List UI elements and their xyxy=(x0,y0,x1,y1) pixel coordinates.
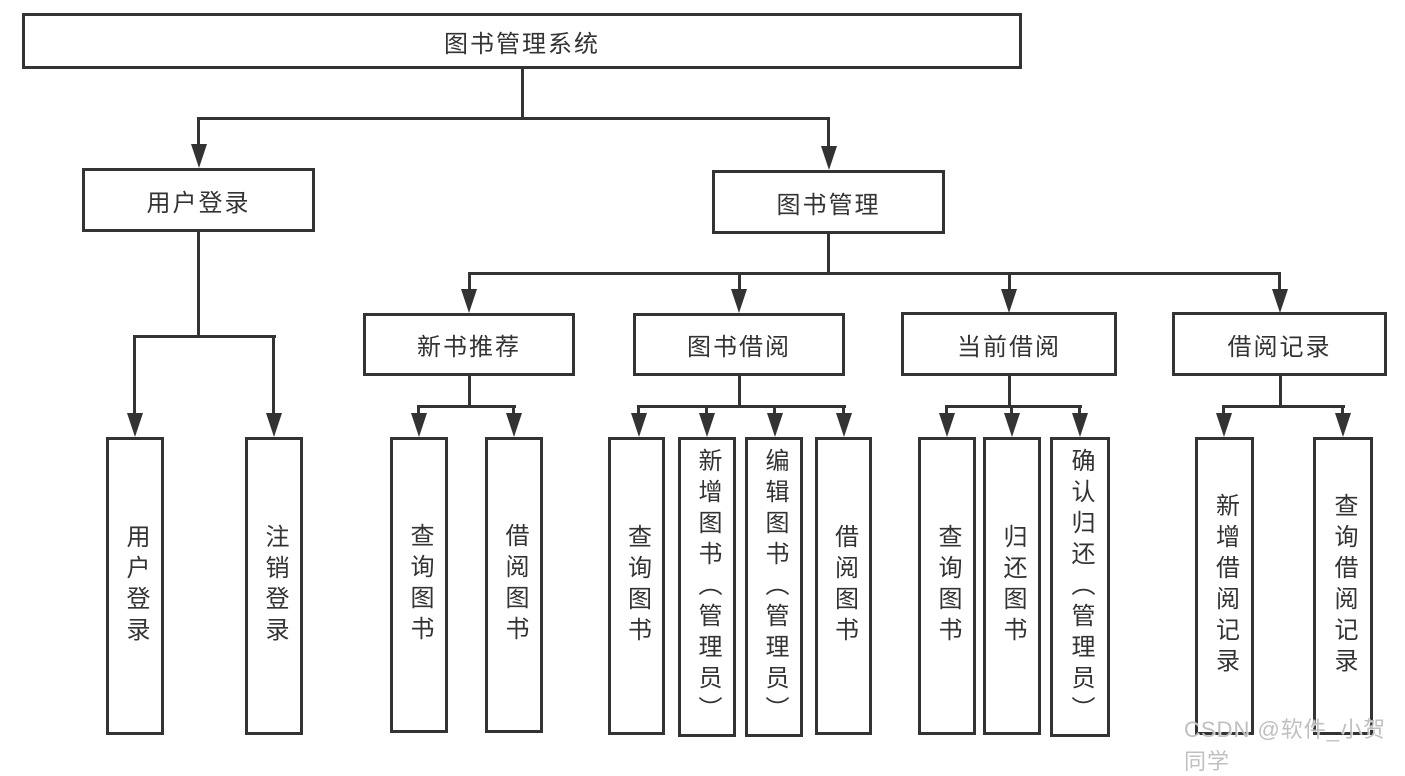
arrowhead-borrow-add xyxy=(699,413,715,437)
connector-arrow-shaft-recommend xyxy=(468,272,471,293)
leaf-borrow-edit-book-admin: 编辑图书（管理员） xyxy=(745,437,803,737)
arrowhead-borrow-edit xyxy=(767,413,783,437)
arrowhead-borrow xyxy=(731,289,747,313)
arrowhead-recommend-query xyxy=(411,413,427,437)
connector-current-branch xyxy=(946,405,1082,408)
node-label: 图书管理系统 xyxy=(444,30,600,58)
connector-arrow-shaft xyxy=(637,405,640,417)
connector-arrow-shaft xyxy=(1010,405,1013,417)
arrowhead-records xyxy=(1272,289,1288,313)
connector-arrow-shaft xyxy=(512,405,515,417)
node-label: 注销登录 xyxy=(261,524,288,648)
connector-current-trunk xyxy=(1008,376,1011,408)
connector-arrow-shaft xyxy=(1341,405,1344,417)
connector-arrow-shaft xyxy=(705,405,708,417)
leaf-borrow-lend-book: 借阅图书 xyxy=(815,437,872,735)
connector-arrow-shaft xyxy=(842,405,845,417)
connector-root-trunk xyxy=(521,69,524,119)
node-label: 编辑图书（管理员） xyxy=(761,447,788,727)
leaf-user-login: 用户登录 xyxy=(106,437,164,735)
connector-user-trunk xyxy=(197,232,200,338)
leaf-current-return-book: 归还图书 xyxy=(983,437,1041,735)
arrowhead-leaf-logout xyxy=(266,413,282,437)
node-label: 图书借阅 xyxy=(687,334,791,361)
node-label: 当前借阅 xyxy=(957,333,1061,361)
arrowhead-records-query xyxy=(1335,413,1351,437)
arrowhead-leaf-login xyxy=(127,413,143,437)
node-label: 查询图书 xyxy=(623,524,651,648)
arrowhead-current-confirm xyxy=(1072,413,1088,437)
node-label: 图书管理 xyxy=(776,191,881,219)
connector-recommend-branch xyxy=(418,405,516,408)
arrowhead-current-query xyxy=(939,413,955,437)
node-borrow-records: 借阅记录 xyxy=(1172,312,1387,376)
arrowhead-user-login xyxy=(191,144,207,168)
leaf-recommend-query-book: 查询图书 xyxy=(390,437,448,733)
connector-root-branch xyxy=(197,117,830,120)
connector-arrow-shaft xyxy=(417,405,420,417)
arrowhead-book-mgmt xyxy=(821,146,837,170)
node-label: 查询图书 xyxy=(406,523,433,647)
arrowhead-borrow-query xyxy=(631,413,647,437)
connector-arrow-shaft xyxy=(1222,405,1225,417)
connector-mgmt-trunk xyxy=(827,234,830,275)
connector-user-branch xyxy=(134,335,276,338)
node-library-management-system: 图书管理系统 xyxy=(22,13,1022,69)
node-label: 新增图书（管理员） xyxy=(694,447,721,727)
connector-borrow-trunk xyxy=(738,376,741,408)
arrowhead-borrow-lend xyxy=(836,413,852,437)
connector-arrow-shaft xyxy=(945,405,948,417)
connector-arrow-shaft-leaf-login xyxy=(133,335,136,417)
arrowhead-records-add xyxy=(1216,413,1232,437)
arrowhead-recommend-borrow xyxy=(506,413,522,437)
node-label: 新书推荐 xyxy=(417,334,521,361)
node-label: 用户登录 xyxy=(122,524,149,648)
connector-arrow-shaft-user-login xyxy=(197,117,200,148)
csdn-watermark: CSDN @软件_小贺同学 xyxy=(1184,717,1387,774)
leaf-records-query-record: 查询借阅记录 xyxy=(1313,437,1373,735)
leaf-current-confirm-return-admin: 确认归还（管理员） xyxy=(1050,437,1110,737)
connector-records-branch xyxy=(1223,405,1345,408)
connector-arrow-shaft-book-mgmt xyxy=(827,117,830,150)
node-label: 归还图书 xyxy=(999,524,1026,648)
diagram-canvas: 图书管理系统 用户登录 图书管理 新书推荐 图书借阅 当前借阅 借阅记录 xyxy=(22,13,1387,774)
leaf-recommend-borrow-book: 借阅图书 xyxy=(485,437,543,733)
node-current-borrow: 当前借阅 xyxy=(901,312,1117,376)
connector-mgmt-branch xyxy=(468,272,1281,275)
node-book-borrow: 图书借阅 xyxy=(633,313,845,376)
node-book-management: 图书管理 xyxy=(712,170,945,234)
connector-arrow-shaft-records xyxy=(1278,272,1281,293)
leaf-borrow-query-book: 查询图书 xyxy=(608,437,665,735)
connector-records-trunk xyxy=(1279,376,1282,408)
node-user-login: 用户登录 xyxy=(82,168,315,232)
leaf-logout: 注销登录 xyxy=(245,437,303,735)
connector-recommend-trunk xyxy=(468,376,471,408)
connector-arrow-shaft xyxy=(773,405,776,417)
node-label: 新增借阅记录 xyxy=(1211,493,1239,679)
arrowhead-recommend xyxy=(461,289,477,313)
node-label: 用户登录 xyxy=(146,189,251,217)
node-label: 查询图书 xyxy=(934,524,961,648)
connector-arrow-shaft-leaf-logout xyxy=(272,335,275,417)
arrowhead-current xyxy=(1001,289,1017,313)
node-label: 借阅图书 xyxy=(830,524,858,648)
leaf-records-add-record: 新增借阅记录 xyxy=(1195,437,1254,735)
node-label: 确认归还（管理员） xyxy=(1067,447,1094,727)
node-new-book-recommend: 新书推荐 xyxy=(363,313,575,376)
node-label: 借阅图书 xyxy=(501,523,528,647)
connector-arrow-shaft xyxy=(1078,405,1081,417)
connector-borrow-branch xyxy=(638,405,846,408)
connector-arrow-shaft-borrow xyxy=(738,272,741,293)
node-label: 借阅记录 xyxy=(1227,333,1332,361)
leaf-current-query-book: 查询图书 xyxy=(918,437,976,735)
node-label: 查询借阅记录 xyxy=(1330,493,1357,679)
leaf-borrow-add-book-admin: 新增图书（管理员） xyxy=(678,437,736,737)
connector-arrow-shaft-current xyxy=(1008,272,1011,293)
arrowhead-current-return xyxy=(1004,413,1020,437)
